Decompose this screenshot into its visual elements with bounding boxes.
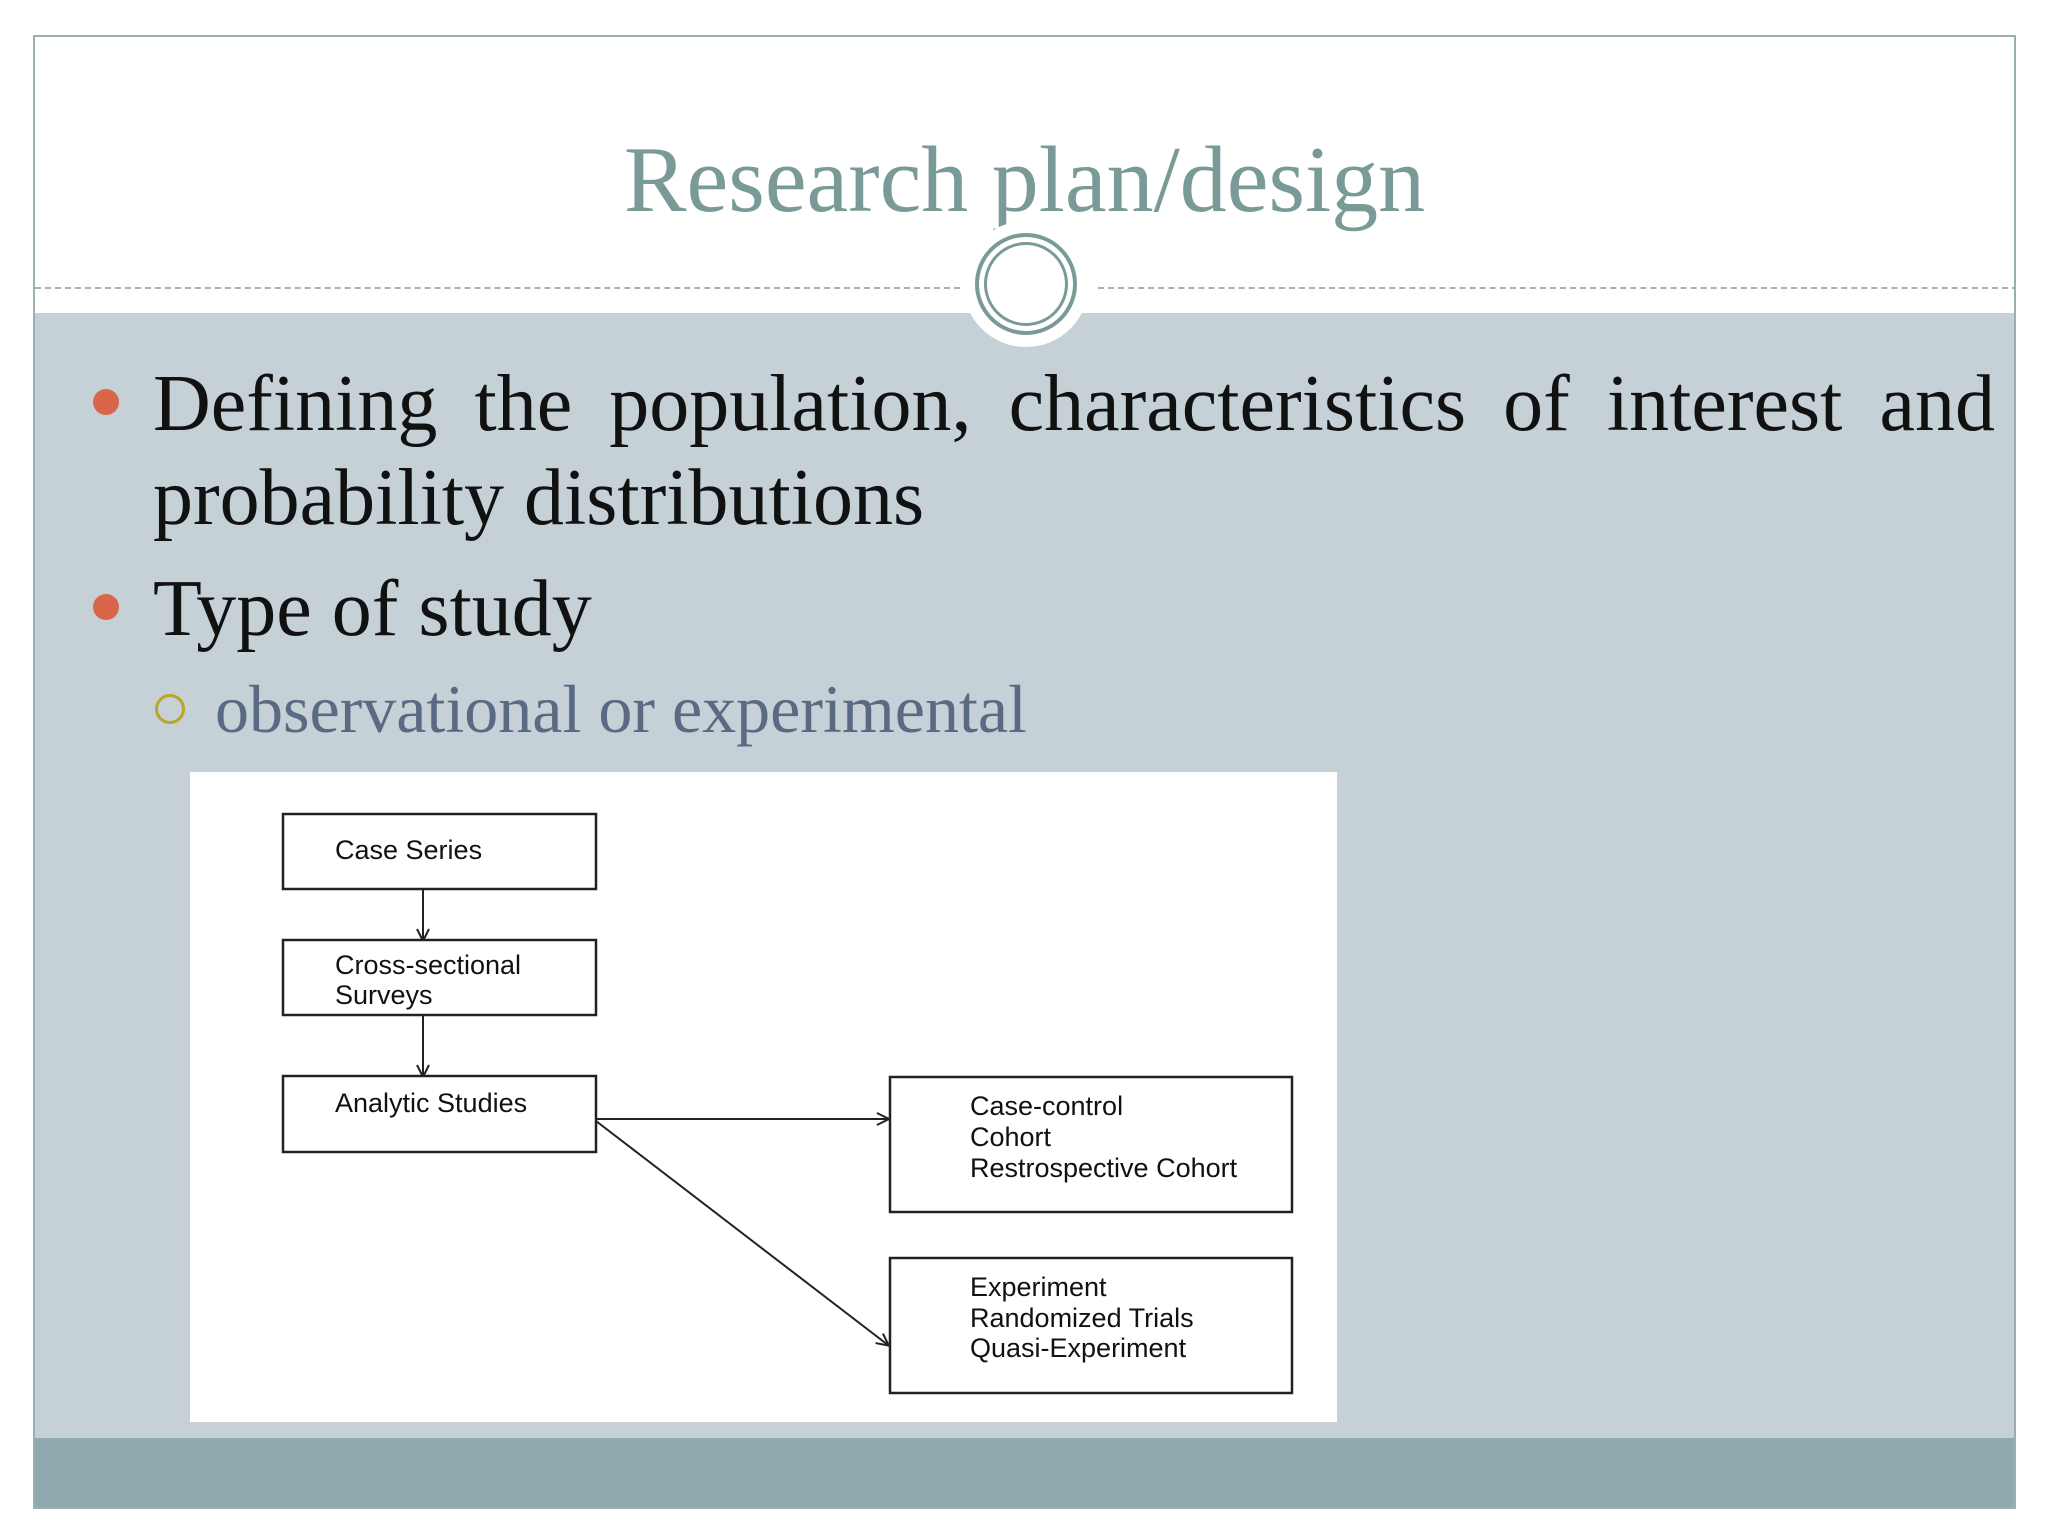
box-label: Case-control bbox=[970, 1091, 1123, 1121]
slide-title: Research plan/design bbox=[623, 128, 1426, 232]
bullet-text: Type of study bbox=[153, 565, 592, 653]
bullet-dot-icon bbox=[93, 389, 119, 415]
sub-bullet-text: observational or experimental bbox=[215, 671, 1027, 747]
slide-frame: Research plan/design Defining the popula… bbox=[33, 35, 2016, 1509]
ring-inner bbox=[984, 242, 1068, 326]
double-ring-icon bbox=[963, 221, 1089, 347]
bullet-text: Defining the population, characteristics… bbox=[153, 360, 1995, 542]
box-experimental-designs bbox=[888, 1256, 1294, 1395]
box-label: Randomized Trials bbox=[970, 1303, 1194, 1333]
box-case-series bbox=[281, 812, 598, 891]
ring-outer bbox=[975, 233, 1077, 335]
box-label: Surveys bbox=[335, 980, 433, 1010]
box-label: Case Series bbox=[335, 835, 482, 865]
title-divider-left bbox=[35, 287, 960, 289]
box-observational-designs bbox=[888, 1075, 1294, 1214]
footer-bar bbox=[35, 1438, 2014, 1507]
box-label: Cohort bbox=[970, 1122, 1052, 1152]
study-design-diagram: Case Series Cross-sectional Surveys Anal… bbox=[190, 772, 1337, 1422]
bullet-dot-icon bbox=[93, 594, 119, 620]
box-label: Experiment bbox=[970, 1272, 1107, 1302]
box-label: Restrospective Cohort bbox=[970, 1153, 1238, 1183]
box-label: Quasi-Experiment bbox=[970, 1333, 1187, 1363]
box-cross-sectional bbox=[281, 938, 598, 1017]
box-label: Analytic Studies bbox=[335, 1088, 527, 1118]
diagram-svg: Case Series Cross-sectional Surveys Anal… bbox=[281, 812, 1294, 1395]
box-label: Cross-sectional bbox=[335, 950, 521, 980]
box-analytic-studies bbox=[281, 1074, 598, 1154]
arrow-diagonal bbox=[595, 1120, 888, 1345]
title-divider-right bbox=[1098, 287, 2014, 289]
sub-bullet-ring-icon bbox=[155, 694, 185, 724]
